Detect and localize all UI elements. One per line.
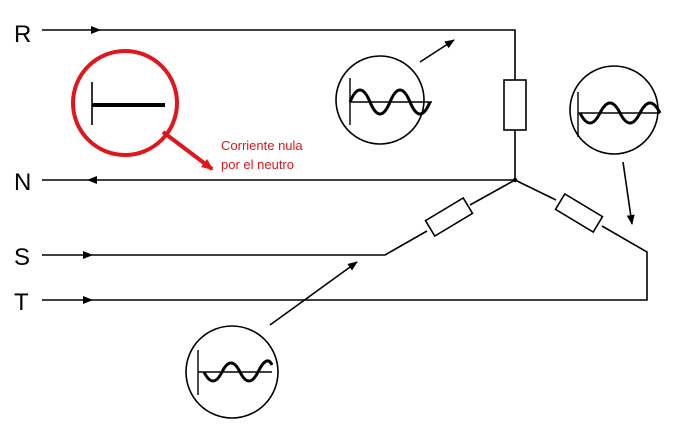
label-r: R <box>14 21 31 48</box>
zoom-arrow <box>161 130 214 171</box>
wire-s-to-star <box>469 179 516 206</box>
scope-s <box>185 325 279 419</box>
label-s: S <box>14 244 30 271</box>
scope-r <box>335 55 432 145</box>
resistor-s <box>424 196 474 238</box>
resistor-r <box>503 79 527 131</box>
scope-r-arrow <box>419 39 455 63</box>
neutral-zoom-callout <box>71 49 214 171</box>
wire-r <box>42 26 516 80</box>
star-point <box>512 177 518 183</box>
scope-t <box>569 65 662 155</box>
wire-t-to-star <box>514 179 557 201</box>
label-n: N <box>14 169 31 196</box>
wire-s <box>42 230 428 259</box>
wire-t <box>42 225 648 304</box>
scope-s-arrow <box>269 261 358 326</box>
label-t: T <box>14 289 29 316</box>
scope-t-arrow <box>622 161 635 225</box>
note-line-2: por el neutro <box>221 157 294 172</box>
resistor-t <box>554 192 604 234</box>
note-line-1: Corriente nula <box>221 138 303 153</box>
